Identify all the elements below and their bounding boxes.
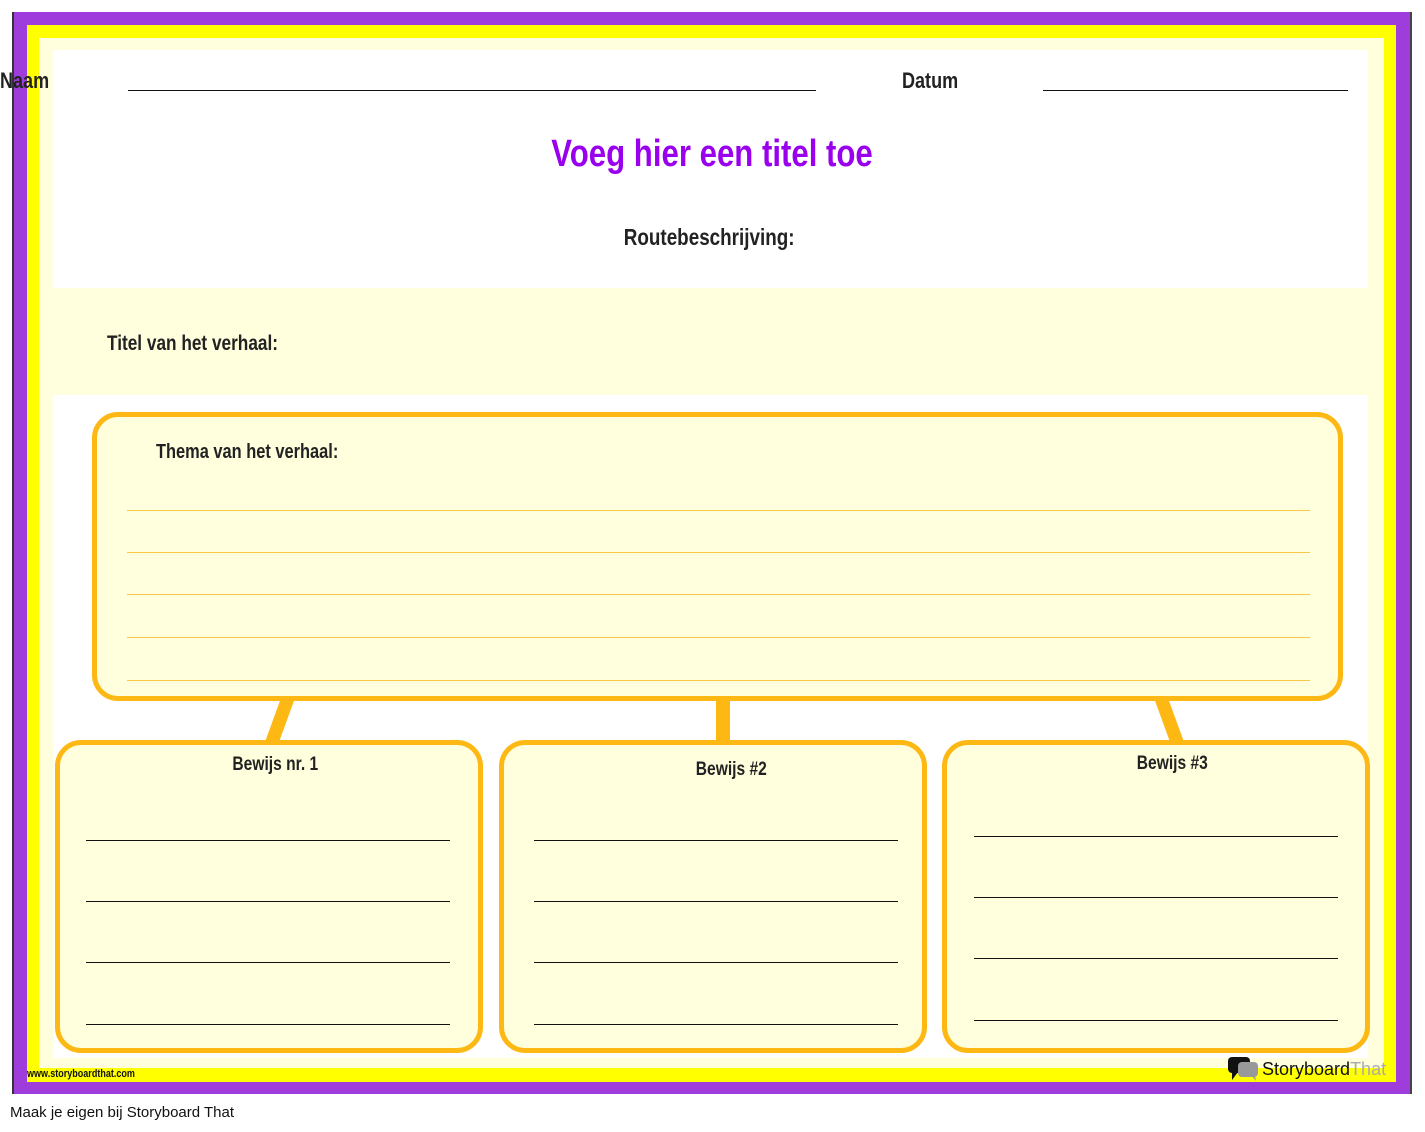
logo-text-that: That [1350,1058,1387,1079]
connector-2 [716,695,730,745]
evidence-1-line[interactable] [86,962,450,963]
evidence-1-line[interactable] [86,840,450,841]
theme-label: Thema van het verhaal: [156,441,339,463]
evidence-box-3 [942,740,1370,1053]
evidence-3-line[interactable] [974,1020,1338,1021]
evidence-box-2 [499,740,927,1053]
speech-bubbles-icon [1228,1057,1258,1081]
footer-caption[interactable]: Maak je eigen bij Storyboard That [10,1104,235,1121]
header-panel [53,50,1368,288]
theme-line[interactable] [127,552,1310,553]
name-label: Naam [0,68,50,93]
directions-label: Routebeschrijving: [623,224,795,250]
footer-url[interactable]: www.storyboardthat.com [27,1068,135,1080]
evidence-2-line[interactable] [534,840,898,841]
evidence-2-line[interactable] [534,1024,898,1025]
logo-text-storyboard: Storyboard [1262,1058,1351,1079]
date-field[interactable] [1043,90,1348,91]
name-field[interactable] [128,90,816,91]
evidence-1-line[interactable] [86,1024,450,1025]
evidence-3-line[interactable] [974,897,1338,898]
theme-line[interactable] [127,680,1310,681]
theme-line[interactable] [127,510,1310,511]
theme-line[interactable] [127,594,1310,595]
evidence-label-1: Bewijs nr. 1 [232,754,318,775]
evidence-3-line[interactable] [974,958,1338,959]
evidence-3-line[interactable] [974,836,1338,837]
theme-line[interactable] [127,637,1310,638]
theme-box [92,412,1343,701]
date-label: Datum [902,68,959,93]
evidence-2-line[interactable] [534,962,898,963]
evidence-box-1 [55,740,483,1053]
evidence-label-2: Bewijs #2 [695,759,767,780]
evidence-1-line[interactable] [86,901,450,902]
story-title-label: Titel van het verhaal: [107,332,278,355]
evidence-2-line[interactable] [534,901,898,902]
worksheet-title[interactable]: Voeg hier een titel toe [551,133,874,175]
evidence-label-3: Bewijs #3 [1136,753,1208,774]
